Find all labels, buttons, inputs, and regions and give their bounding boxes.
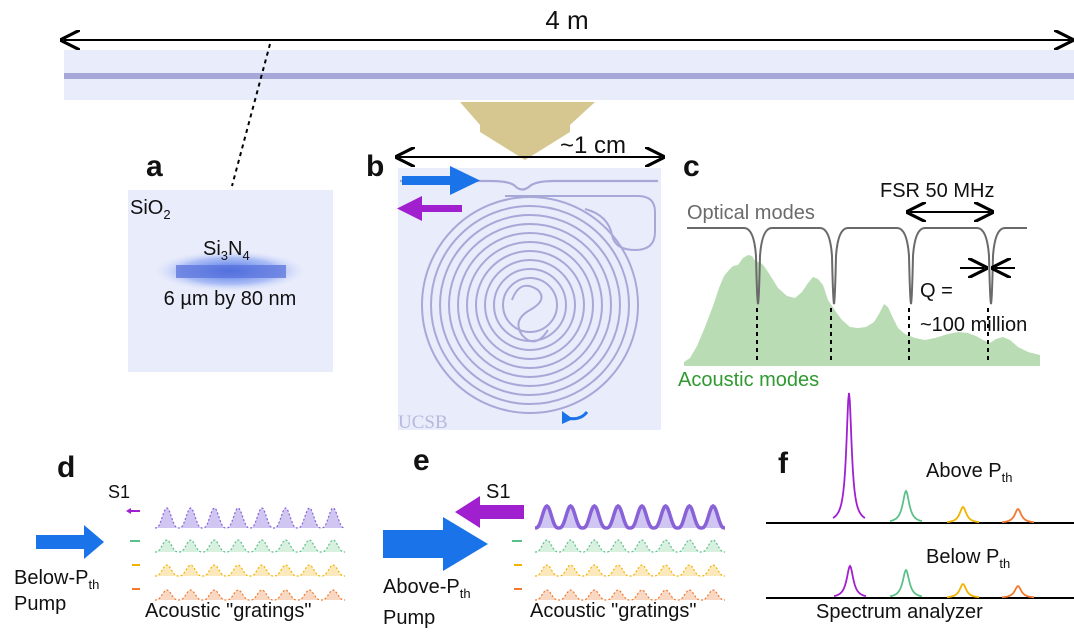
spiral-turn (484, 259, 576, 351)
core-label: Si3N4 (203, 238, 250, 263)
panel-b-letter: b (366, 150, 384, 183)
panel-d: d S1 Below-Pth Pump Acoustic "gratings" (14, 451, 346, 622)
pump-arrow-shaft (402, 176, 452, 185)
grating-line-2 (535, 564, 725, 577)
panel-a: a SiO2 Si3N4 6 µm by 80 nm (128, 150, 333, 372)
grating-fill-1 (535, 540, 725, 552)
spiral-turn (421, 196, 639, 414)
spectrum-peak-3 (1001, 507, 1035, 524)
grating-line-1 (535, 539, 725, 553)
panel-a-letter: a (146, 150, 163, 183)
panel-c: c FSR 50 MHz Optical modes Q = ~100 mill… (678, 150, 1040, 391)
spectrum-peak-5 (889, 568, 923, 598)
spiral-turn (448, 223, 612, 387)
grating-fill-0 (155, 508, 345, 528)
acoustic-gratings-d (154, 507, 346, 601)
spectrum-peak-6 (946, 582, 980, 599)
spectrum-peak-0 (832, 392, 866, 519)
fsr-label: FSR 50 MHz (880, 180, 994, 202)
circulation-arrow-head (562, 411, 573, 424)
zoom-arrow (460, 102, 595, 160)
spectrum-analyzer-label: Spectrum analyzer (816, 601, 983, 623)
top-waveguide-group: 4 m (64, 5, 1074, 187)
s1-label-e: S1 (486, 481, 510, 503)
s1-arrow-e-head (455, 496, 480, 528)
below-pump-label: Below-Pth (14, 567, 99, 592)
above-pump-label: Above-Pth (383, 576, 471, 601)
panel-d-letter: d (57, 451, 75, 484)
acoustic-spectrum (684, 255, 1040, 366)
gratings-label-e: Acoustic "gratings" (530, 600, 697, 622)
q-label-line2: ~100 million (920, 314, 1027, 336)
spiral-turn (466, 241, 594, 369)
bus-waveguide (400, 179, 658, 191)
gratings-label-d: Acoustic "gratings" (145, 600, 312, 622)
cross-section-pointer (231, 43, 271, 187)
pump-label-d: Pump (14, 593, 66, 615)
spiral-turn (439, 214, 621, 396)
cladding-label: SiO2 (130, 197, 171, 222)
above-pth-label: Above Pth (926, 460, 1012, 485)
spiral-turn (502, 277, 558, 333)
panel-f-letter: f (778, 447, 789, 480)
grating-fill-3 (535, 590, 725, 600)
spiral-turn (475, 250, 585, 360)
panel-c-letter: c (683, 150, 700, 183)
grating-fill-2 (535, 565, 725, 576)
s1-arrow-head (397, 196, 422, 221)
grating-line-3 (535, 589, 725, 601)
s1-arrow-e-shaft (478, 505, 524, 519)
scale-label: ~1 cm (560, 132, 626, 159)
core-dimensions: 6 µm by 80 nm (164, 288, 297, 310)
s1-label-d: S1 (108, 482, 130, 502)
acoustic-modes-label: Acoustic modes (678, 369, 819, 391)
grating-line-0 (534, 503, 726, 530)
spectrum-peaks (832, 392, 1035, 599)
ring-feed (505, 195, 656, 252)
spiral-turn (430, 205, 630, 405)
above-pump-arrow-head (443, 517, 488, 571)
grating-line-0 (154, 507, 346, 529)
spiral-center-s (511, 284, 549, 343)
grating-line-2 (155, 564, 345, 577)
s1-small-arrow-d-head (126, 508, 131, 514)
q-label-line1: Q = (920, 280, 953, 302)
grating-line-1 (155, 539, 345, 553)
length-label: 4 m (545, 5, 588, 35)
optical-modes-label: Optical modes (687, 202, 815, 224)
panel-e: e S1 Above-Pth Pump Acoustic "gratings" (383, 444, 726, 629)
spectrum-peak-4 (833, 564, 867, 597)
grating-fill-1 (155, 540, 345, 552)
pump-label-e: Pump (383, 607, 435, 629)
mode-markers (756, 308, 989, 364)
core-rect (176, 265, 286, 278)
below-pth-label: Below Pth (926, 546, 1010, 571)
acoustic-gratings-e (534, 503, 726, 601)
panel-e-letter: e (413, 444, 430, 477)
grating-fill-2 (155, 565, 345, 576)
s1-arrow-shaft (420, 205, 462, 212)
spiral-turn (457, 232, 603, 378)
ucsb-logo: UCSB (398, 412, 448, 433)
above-pump-arrow-shaft (383, 530, 445, 558)
below-pump-arrow-head (84, 525, 104, 559)
grating-fill-3 (155, 590, 345, 600)
spectrum-peak-1 (889, 489, 923, 522)
panel-f: f Above Pth Below Pth Spectrum analyzer (766, 392, 1074, 623)
spiral-resonator (421, 196, 639, 414)
grating-line-3 (155, 589, 345, 601)
spectrum-peak-2 (946, 505, 980, 523)
panel-b: b ~1 cm UCSB (366, 132, 661, 433)
spectrum-peak-7 (1001, 584, 1035, 599)
pump-arrow-head (450, 166, 480, 195)
waveguide-strip (64, 73, 1074, 79)
below-pump-arrow-shaft (36, 535, 86, 549)
optical-mode-trace (687, 227, 1027, 305)
